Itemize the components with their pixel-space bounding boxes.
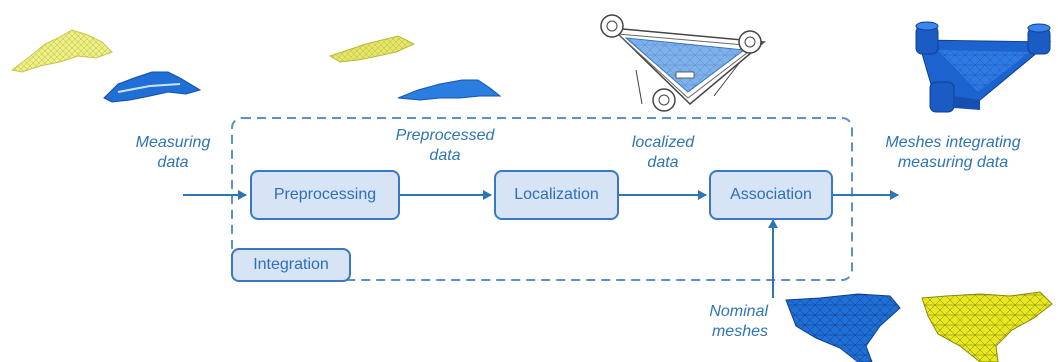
blue-nominal-mesh-icon (785, 293, 901, 362)
nominal-meshes-label: Nominal meshes (709, 303, 768, 340)
cad-part-drawing-icon (600, 14, 766, 112)
blue-scan-mesh-icon (103, 71, 202, 103)
preprocessed-data-label: Preprocessed data (395, 127, 495, 164)
preprocessing-step: Preprocessing (250, 170, 400, 220)
blue-scan-mesh-icon (397, 79, 502, 101)
yellow-scan-mesh-icon (328, 35, 416, 63)
measuring-data-label: Measuring data (135, 134, 211, 171)
localization-step: Localization (494, 170, 619, 220)
localized-data-label: localized data (631, 134, 695, 171)
yellow-nominal-mesh-icon (921, 291, 1053, 362)
blue-3d-part-icon (915, 21, 1052, 113)
association-step: Association (709, 170, 833, 220)
integration-frame (231, 117, 853, 281)
meshes-integrating-label: Meshes integrating measuring data (885, 134, 1021, 171)
integration-group-label: Integration (231, 248, 351, 282)
yellow-scan-mesh-icon (10, 29, 113, 73)
